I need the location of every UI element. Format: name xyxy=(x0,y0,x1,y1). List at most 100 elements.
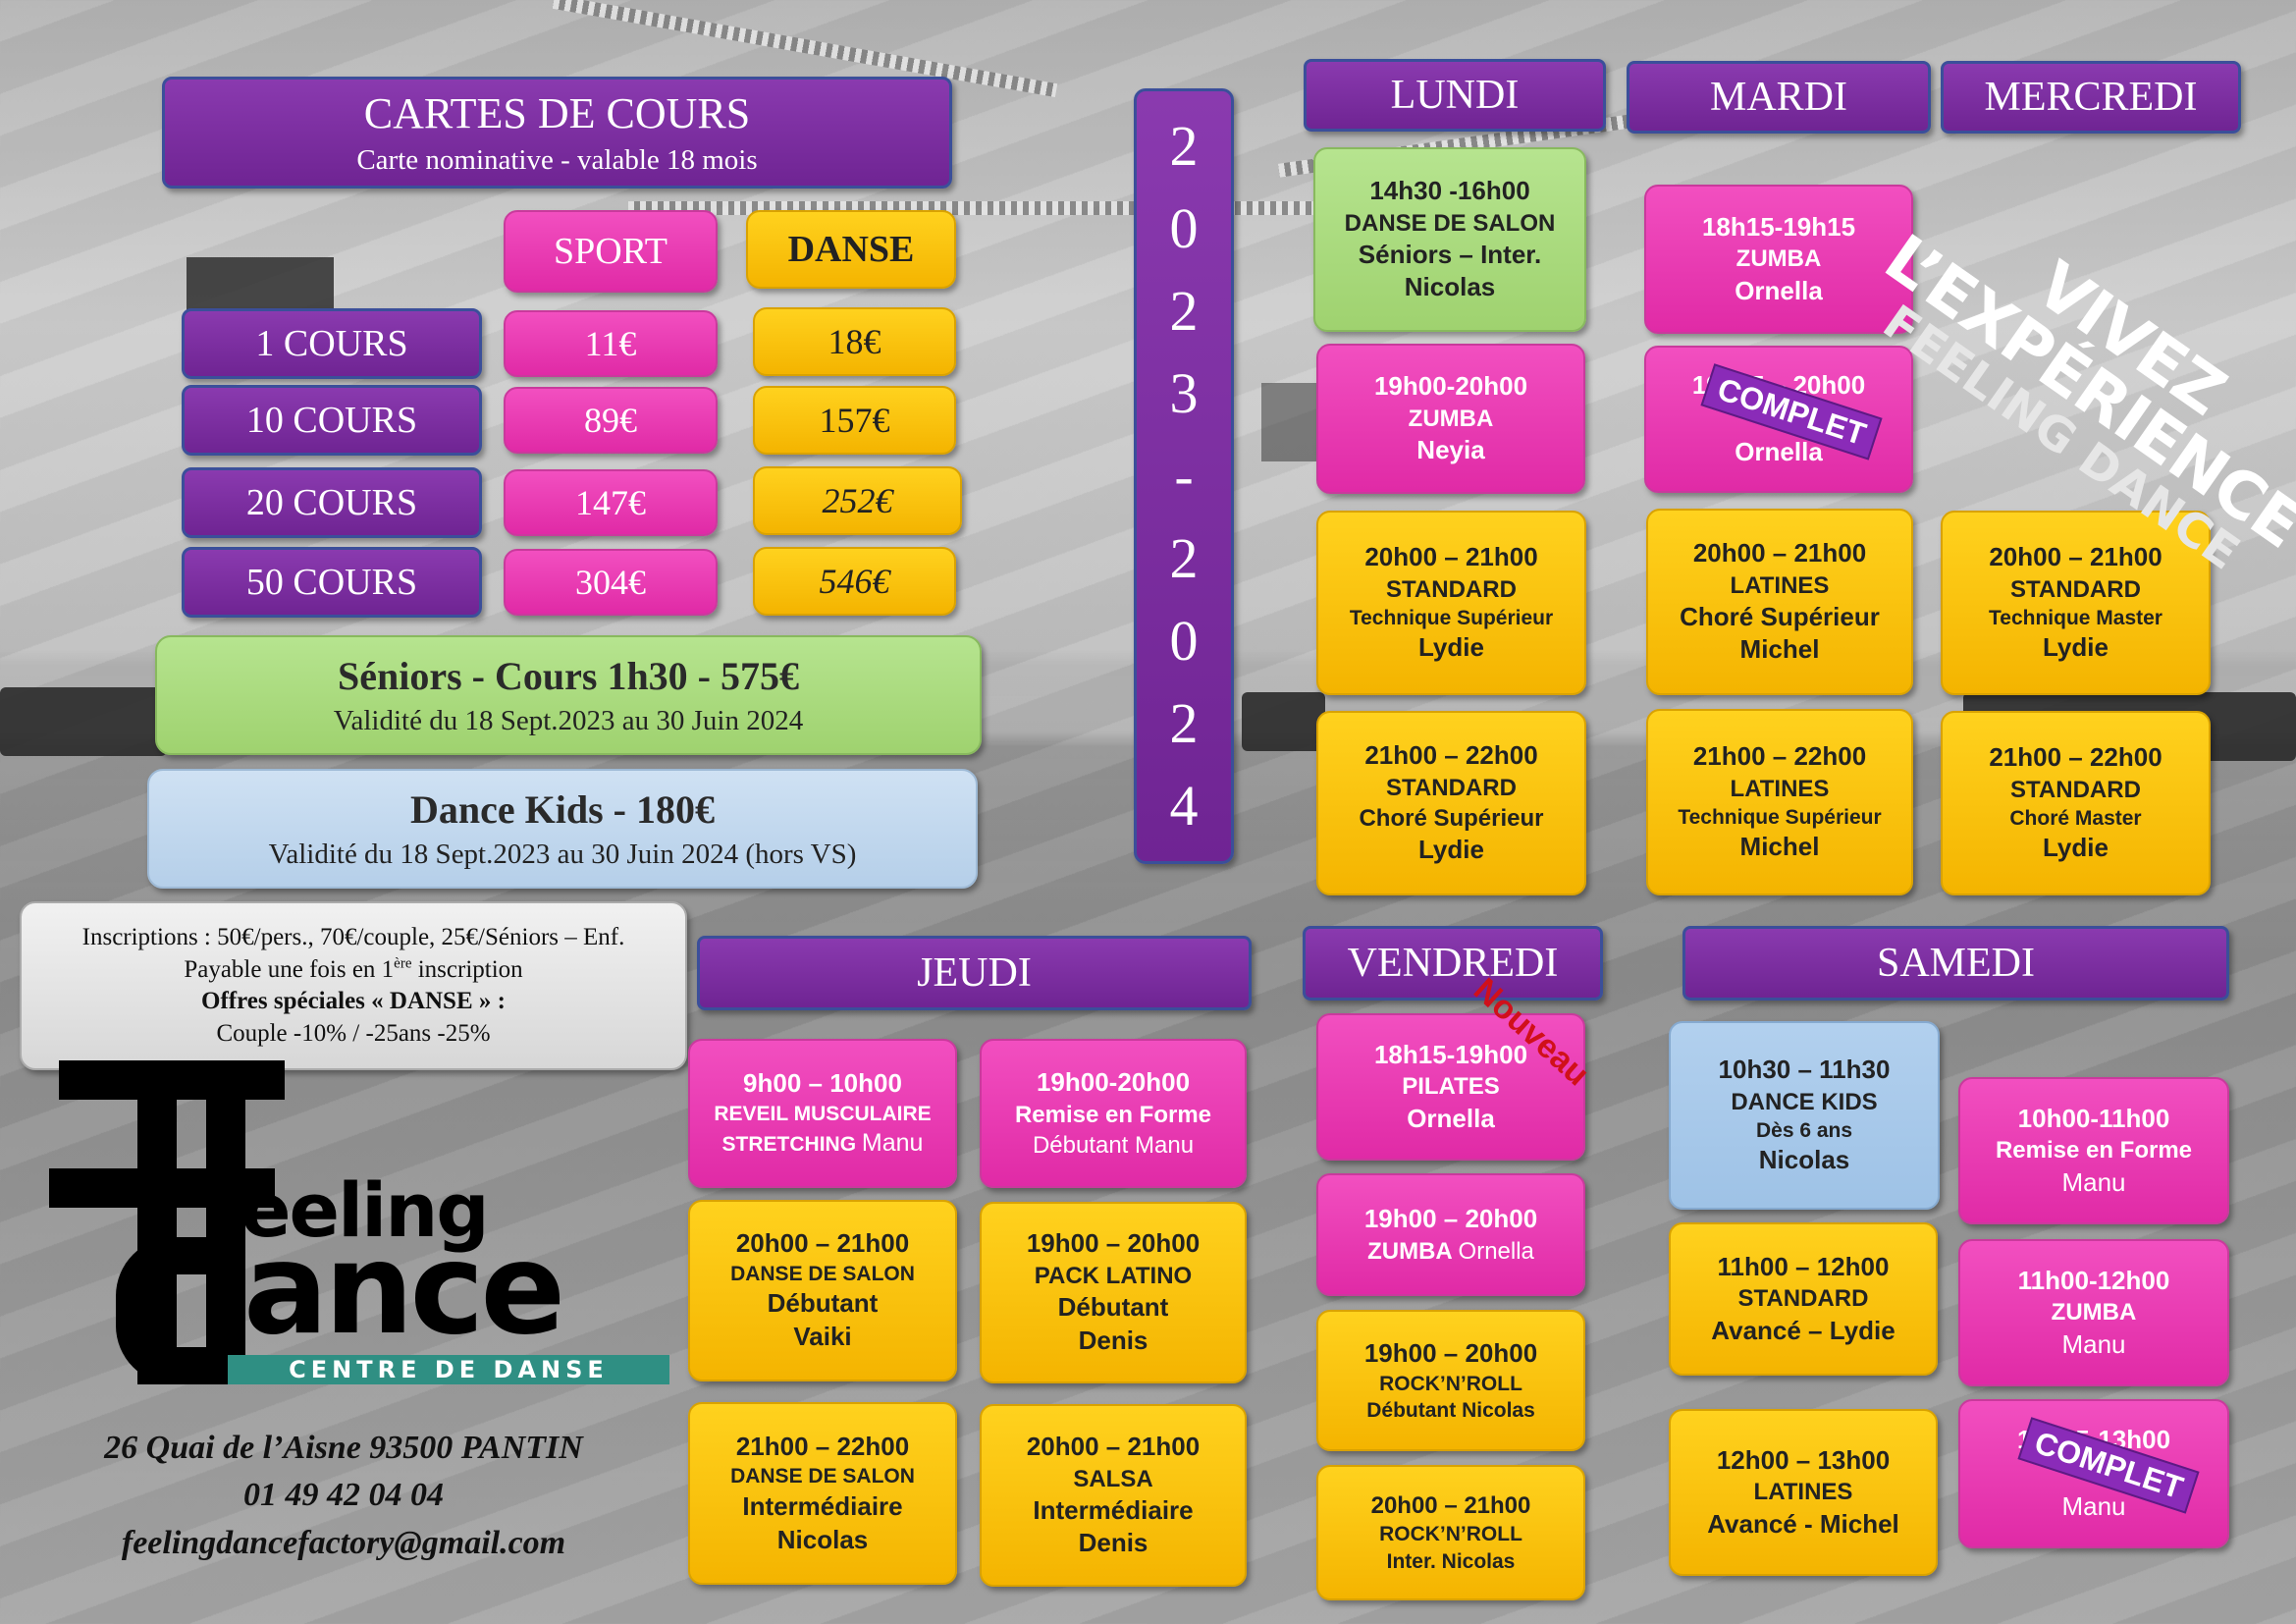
sofa xyxy=(1242,692,1325,751)
course-card[interactable]: 20h00 – 21h00 SALSA Intermédiaire Denis xyxy=(980,1404,1247,1587)
course-card[interactable]: 9h00 – 10h00 REVEIL MUSCULAIRE STRETCHIN… xyxy=(688,1039,957,1188)
course-name: LATINES xyxy=(1753,1479,1853,1506)
course-card[interactable]: 20h00 – 21h00 LATINES Choré Supérieur Mi… xyxy=(1646,509,1913,695)
course-card[interactable]: 21h00 – 22h00 DANSE DE SALON Intermédiai… xyxy=(688,1402,957,1585)
payment-sup: ère xyxy=(394,955,412,972)
sport-header: SPORT xyxy=(504,210,718,293)
course-teacher: Denis xyxy=(1078,1325,1148,1355)
course-name: ZUMBA xyxy=(1408,405,1494,432)
email[interactable]: feelingdancefactory@gmail.com xyxy=(121,1525,566,1561)
course-name: STANDARD xyxy=(2010,776,2141,803)
logo-bar xyxy=(49,1168,275,1208)
course-card[interactable]: 19h00 – 20h00 ROCK’N’ROLL Débutant Nicol… xyxy=(1316,1310,1585,1451)
course-time: 20h00 – 21h00 xyxy=(1026,1431,1201,1461)
course-card[interactable]: 19h00 – 20h00 PACK LATINO Débutant Denis xyxy=(980,1202,1247,1383)
course-card[interactable]: 11h00-12h00 ZUMBA Manu xyxy=(1958,1239,2229,1386)
year-char: 0 xyxy=(1169,196,1199,260)
year-char: 2 xyxy=(1169,114,1199,178)
course-level: Technique Supérieur xyxy=(1349,606,1554,629)
course-card[interactable]: 21h00 – 22h00 STANDARD Choré Supérieur L… xyxy=(1316,711,1586,895)
year-char: 4 xyxy=(1169,774,1199,838)
course-time: 10h00-11h00 xyxy=(2017,1103,2170,1133)
inscriptions-box: Inscriptions : 50€/pers., 70€/couple, 25… xyxy=(20,901,687,1070)
course-card[interactable]: 21h00 – 22h00 LATINES Technique Supérieu… xyxy=(1646,709,1913,895)
seniors-title: Séniors - Cours 1h30 - 575€ xyxy=(337,654,800,698)
course-level: Choré Master xyxy=(2009,806,2142,830)
cards-subtitle: Carte nominative - valable 18 mois xyxy=(356,144,758,176)
row-label: 10 COURS xyxy=(182,385,482,456)
course-card[interactable]: 12h00 – 13h00 LATINES Avancé - Michel xyxy=(1669,1409,1938,1576)
course-card[interactable]: 18h15-19h15 ZUMBA Ornella xyxy=(1644,185,1913,334)
course-teacher: Michel xyxy=(1739,832,1820,862)
course-card[interactable]: 19h00-20h00 Remise en Forme Débutant Man… xyxy=(980,1039,1247,1188)
course-level: Intermédiaire xyxy=(1033,1494,1194,1525)
course-time: 18h15-19h00 xyxy=(1373,1039,1528,1069)
course-card[interactable]: 20h00 – 21h00 DANSE DE SALON Débutant Va… xyxy=(688,1200,957,1381)
course-card[interactable]: 20h00 – 21h00 ROCK’N’ROLL Inter. Nicolas xyxy=(1316,1465,1585,1600)
seniors-card: Séniors - Cours 1h30 - 575€ Validité du … xyxy=(155,635,982,755)
course-teacher: Manu xyxy=(2061,1491,2126,1521)
course-card[interactable]: 19h00-20h00 ZUMBA Neyia xyxy=(1316,344,1585,494)
course-name: Remise en Forme xyxy=(1995,1137,2193,1164)
course-teacher: Lydie xyxy=(2043,833,2109,863)
course-teacher: Nicolas xyxy=(776,1524,869,1554)
year-char: 2 xyxy=(1169,691,1199,755)
cards-title: CARTES DE COURS xyxy=(363,89,751,137)
course-name: DANSE DE SALON xyxy=(1344,209,1556,237)
kids-validity: Validité du 18 Sept.2023 au 30 Juin 2024… xyxy=(268,839,857,870)
course-card[interactable]: 20h00 – 21h00 STANDARD Technique Supérie… xyxy=(1316,511,1586,695)
course-level: Technique Master xyxy=(1989,606,2163,629)
course-teacher: Vaiki xyxy=(793,1322,852,1352)
course-card[interactable]: 20h00 – 21h00 STANDARD Technique Master … xyxy=(1941,511,2211,695)
course-teacher: Nicolas xyxy=(1462,1398,1535,1422)
course-teacher: Lydie xyxy=(1418,632,1484,663)
course-level: Intermédiaire xyxy=(742,1490,903,1521)
year-banner: 2 0 2 3 - 2 0 2 4 xyxy=(1134,88,1234,864)
day-header-samedi: SAMEDI xyxy=(1682,926,2229,1001)
kids-card: Dance Kids - 180€ Validité du 18 Sept.20… xyxy=(147,769,978,889)
course-card[interactable]: 10h00-11h00 Remise en Forme Manu xyxy=(1958,1077,2229,1224)
course-time: 10h30 – 11h30 xyxy=(1718,1054,1891,1084)
course-card[interactable]: 11h00 – 12h00 STANDARD Avancé – Lydie xyxy=(1669,1222,1938,1376)
year-char: 3 xyxy=(1169,361,1199,425)
row-label: 1 COURS xyxy=(182,308,482,379)
course-level: Débutant xyxy=(767,1288,879,1319)
course-card[interactable]: 10h30 – 11h30 DANCE KIDS Dès 6 ans Nicol… xyxy=(1669,1021,1940,1210)
danse-price: 157€ xyxy=(753,386,956,455)
day-header-lundi: LUNDI xyxy=(1304,59,1606,132)
year-char: 2 xyxy=(1169,279,1199,343)
payment-text: Payable une fois en 1 xyxy=(184,955,395,983)
course-level: Séniors – Inter. xyxy=(1358,239,1542,269)
course-name: ROCK’N’ROLL xyxy=(1379,1523,1522,1546)
course-time: 11h00 – 12h00 xyxy=(1717,1251,1890,1281)
course-card[interactable]: 18h15-19h00 PILATES Ornella xyxy=(1316,1013,1585,1161)
course-teacher: Manu xyxy=(861,1129,924,1158)
sport-price: 11€ xyxy=(504,310,718,377)
course-teacher: Manu xyxy=(2061,1166,2126,1197)
course-level: Avancé – Lydie xyxy=(1711,1315,1896,1345)
course-time: 20h00 – 21h00 xyxy=(1692,537,1867,568)
course-card[interactable]: 19h00 – 20h00 ZUMBA Ornella xyxy=(1316,1173,1585,1296)
danse-header: DANSE xyxy=(746,210,956,289)
course-name: REVEIL MUSCULAIRE xyxy=(714,1103,932,1125)
day-header-mercredi: MERCREDI xyxy=(1941,61,2241,134)
course-name: ZUMBA xyxy=(1735,245,1822,273)
course-name: STANDARD xyxy=(1386,774,1517,801)
course-teacher: Nicolas xyxy=(1758,1145,1850,1175)
course-card[interactable]: 21h00 – 22h00 STANDARD Choré Master Lydi… xyxy=(1941,711,2211,895)
course-time: 21h00 – 22h00 xyxy=(1989,741,2163,772)
row-label: 50 COURS xyxy=(182,547,482,618)
kids-title: Dance Kids - 180€ xyxy=(410,787,715,832)
seniors-validity: Validité du 18 Sept.2023 au 30 Juin 2024 xyxy=(333,705,804,736)
course-level: Technique Supérieur xyxy=(1678,805,1882,829)
course-name: PILATES xyxy=(1402,1073,1500,1101)
course-card[interactable]: 14h30 -16h00 DANSE DE SALON Séniors – In… xyxy=(1313,147,1586,332)
phone[interactable]: 01 49 42 04 04 xyxy=(243,1477,444,1513)
course-teacher: Manu xyxy=(1135,1131,1195,1159)
course-name: STANDARD xyxy=(2010,575,2141,603)
course-name: LATINES xyxy=(1730,775,1830,802)
payment-text-end: inscription xyxy=(411,955,523,983)
course-level: Dès 6 ans xyxy=(1755,1118,1853,1142)
sofa xyxy=(0,687,167,756)
course-level: Avancé - Michel xyxy=(1707,1508,1899,1539)
